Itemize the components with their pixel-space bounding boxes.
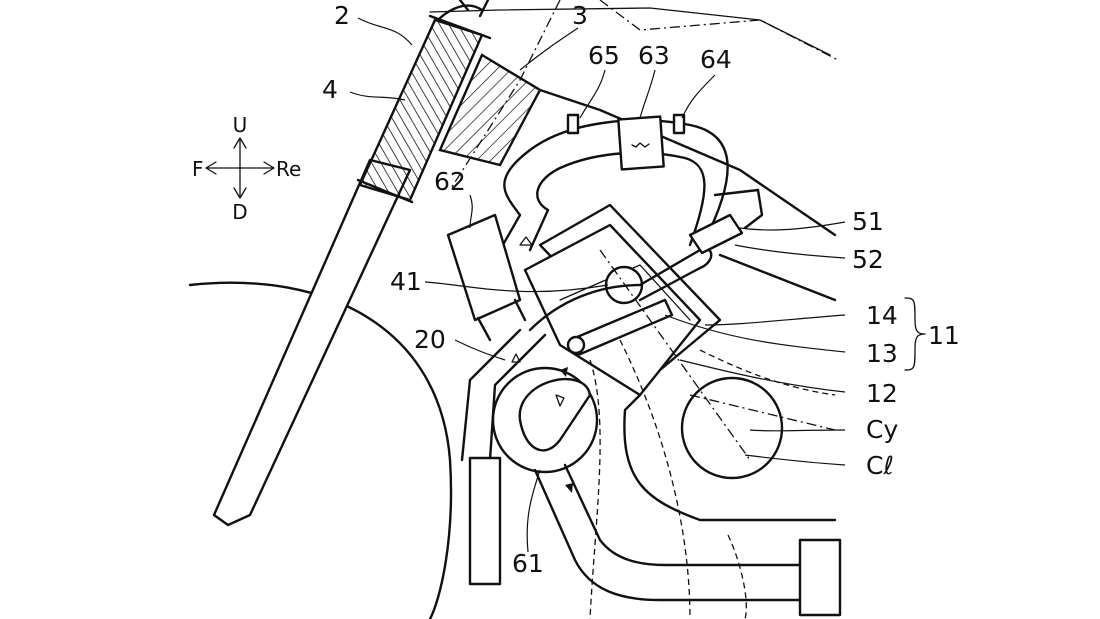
crankcase	[623, 393, 837, 522]
silencer	[798, 538, 842, 617]
component-52-bracket	[713, 188, 764, 230]
breather-pipe	[528, 247, 713, 332]
exhaust-pipe-lower-2	[563, 463, 802, 567]
direction-indicator	[205, 137, 275, 199]
brace-11	[904, 297, 926, 371]
flow-arrow	[511, 353, 521, 363]
canister-62	[446, 213, 522, 322]
body-outline-lower	[718, 253, 837, 302]
leader-lines	[349, 17, 846, 553]
label-2: 2	[334, 1, 350, 30]
dash-line-b	[619, 339, 691, 619]
label-20: 20	[414, 325, 446, 354]
muffler-61-inner	[518, 378, 592, 452]
label-12: 12	[866, 379, 898, 408]
label-41: 41	[390, 267, 422, 296]
front-wheel	[188, 281, 453, 619]
axis-Cl	[599, 249, 751, 461]
hatched-part-3	[438, 53, 542, 167]
flow-arrow	[560, 367, 568, 377]
frame-outline	[429, 7, 831, 56]
label-3: 3	[572, 1, 588, 30]
damper-cap-right	[458, 0, 470, 12]
label-14: 14	[866, 301, 898, 330]
dash-line-d	[727, 534, 747, 619]
cylinder-block	[523, 223, 702, 397]
exhaust-pipe-lower	[533, 468, 802, 602]
damper-ring-top	[428, 14, 492, 40]
injector-tip	[566, 335, 586, 355]
sensor-65	[566, 113, 580, 135]
canister-62-neck	[476, 298, 527, 342]
filter-63-detail	[631, 142, 650, 148]
label-51: 51	[852, 207, 884, 236]
label-4: 4	[322, 75, 338, 104]
direction-down-label: D	[232, 200, 247, 224]
component-51	[688, 213, 744, 255]
label-52: 52	[852, 245, 884, 274]
label-63: 63	[638, 41, 670, 70]
label-13: 13	[866, 339, 898, 368]
label-65: 65	[588, 41, 620, 70]
sensor-64	[672, 113, 686, 135]
damper-cap-right2	[478, 0, 490, 18]
label-61: 61	[512, 549, 544, 578]
damper-cap	[438, 4, 484, 20]
flow-arrow	[519, 236, 533, 246]
damper-ring-bottom	[356, 178, 414, 204]
dash-line-a	[589, 359, 601, 619]
axis-Cy	[689, 394, 836, 431]
tailpipe-62	[468, 456, 502, 586]
direction-up-label: U	[233, 113, 248, 137]
direction-front-label: F	[192, 157, 204, 181]
label-62: 62	[434, 167, 466, 196]
label-Cy: Cy	[866, 415, 898, 444]
exhaust-pipe-upper	[460, 328, 522, 462]
flow-arrow	[555, 394, 565, 407]
cylinder-Cy	[680, 376, 784, 480]
direction-rear-label: Re	[276, 157, 301, 181]
label-Cl: Cℓ	[866, 451, 894, 480]
flow-arrow	[565, 483, 573, 493]
label-11: 11	[928, 321, 960, 350]
label-64: 64	[700, 45, 732, 74]
exhaust-pipe-upper-2	[488, 333, 547, 462]
frame-dash-line-2	[599, 0, 839, 61]
body-outline	[538, 88, 837, 237]
